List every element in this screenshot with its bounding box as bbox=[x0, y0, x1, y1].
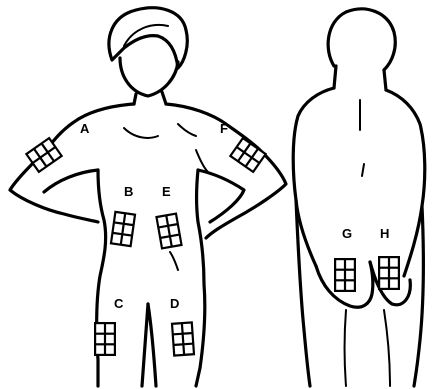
grid-cell bbox=[380, 269, 388, 277]
grid-cell bbox=[96, 335, 104, 343]
site-label-c: C bbox=[114, 296, 124, 311]
grid-cell bbox=[336, 281, 344, 289]
grid-cell bbox=[184, 334, 192, 343]
site-label-h: H bbox=[380, 226, 389, 241]
grid-cell bbox=[106, 324, 114, 332]
grid-cell bbox=[346, 260, 354, 268]
grid-cell bbox=[390, 269, 398, 277]
site-label-a: A bbox=[80, 121, 90, 136]
grid-cell bbox=[112, 234, 121, 243]
grid-cell bbox=[346, 281, 354, 289]
grid-cell bbox=[390, 258, 398, 266]
site-grid-f bbox=[229, 137, 267, 174]
grid-cell bbox=[115, 213, 124, 222]
grid-cell bbox=[183, 324, 191, 333]
grid-cell bbox=[185, 345, 193, 354]
site-label-e: E bbox=[162, 184, 171, 199]
injection-grids bbox=[25, 137, 400, 357]
grid-cell bbox=[158, 217, 167, 227]
grid-cell bbox=[171, 236, 180, 246]
grid-cell bbox=[380, 258, 388, 266]
grid-cell bbox=[175, 345, 183, 354]
grid-cell bbox=[168, 215, 177, 225]
grid-cell bbox=[96, 324, 104, 332]
grid-cell bbox=[124, 225, 133, 234]
grid-cell bbox=[125, 214, 134, 223]
grid-cell bbox=[161, 237, 170, 247]
grid-cell bbox=[173, 324, 181, 333]
grid-cell bbox=[336, 271, 344, 279]
site-grid-e bbox=[155, 212, 183, 249]
grid-cell bbox=[114, 224, 123, 233]
site-label-g: G bbox=[342, 226, 352, 241]
front-body-figure bbox=[10, 8, 286, 386]
grid-cell bbox=[106, 345, 114, 353]
site-label-b: B bbox=[124, 184, 133, 199]
site-grid-c bbox=[94, 322, 116, 356]
back-body-figure bbox=[293, 9, 425, 386]
site-label-f: F bbox=[220, 121, 228, 136]
grid-cell bbox=[346, 271, 354, 279]
grid-cell bbox=[160, 227, 169, 237]
grid-cell bbox=[96, 345, 104, 353]
grid-cell bbox=[336, 260, 344, 268]
grid-cell bbox=[169, 225, 178, 235]
site-grid-b bbox=[110, 211, 137, 248]
site-label-d: D bbox=[170, 296, 179, 311]
site-grid-d bbox=[171, 321, 195, 356]
site-grid-g bbox=[334, 258, 356, 292]
grid-cell bbox=[380, 279, 388, 287]
grid-cell bbox=[106, 335, 114, 343]
grid-cell bbox=[122, 235, 131, 244]
grid-cell bbox=[174, 335, 182, 344]
grid-cell bbox=[390, 279, 398, 287]
site-grid-h bbox=[378, 256, 400, 290]
